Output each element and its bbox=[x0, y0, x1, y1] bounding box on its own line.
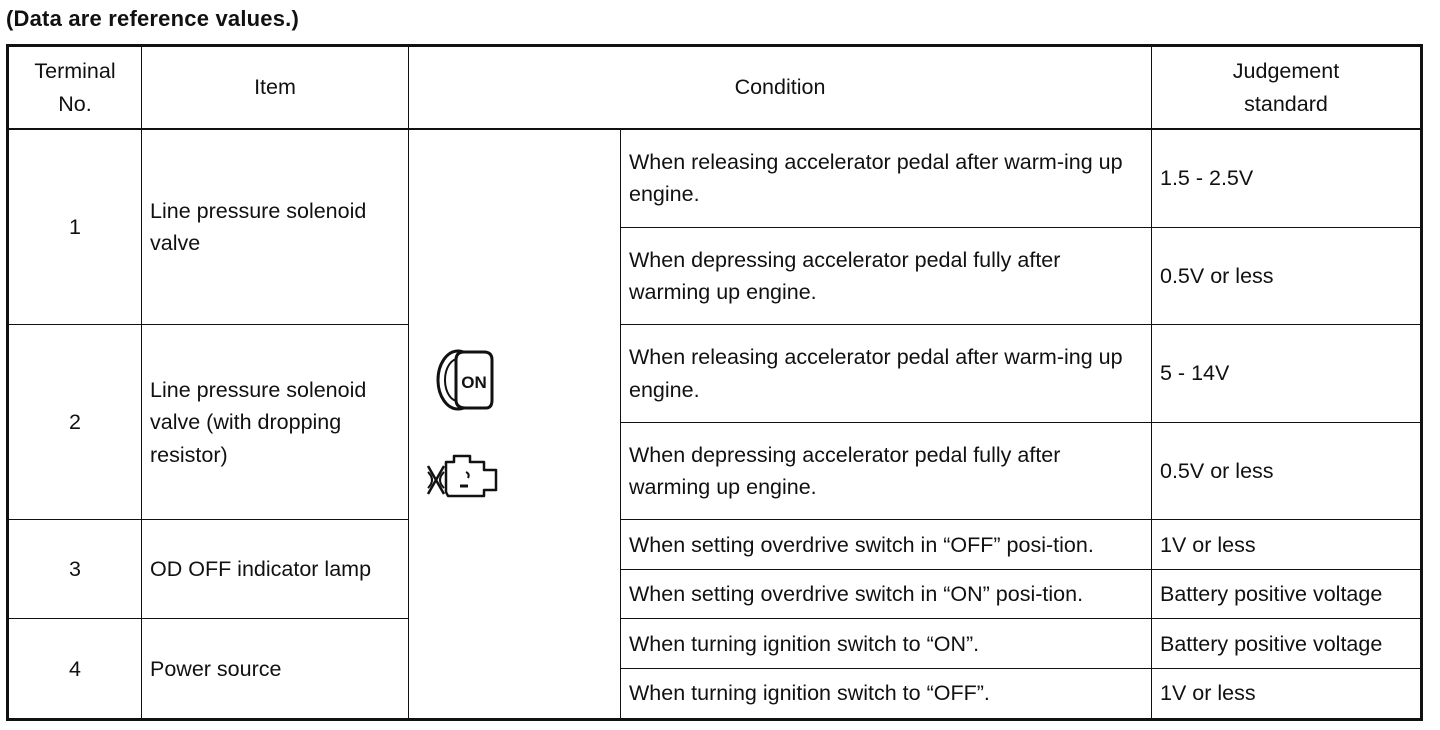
terminal-number: 4 bbox=[7, 618, 142, 720]
terminal-no-header: Terminal No. bbox=[7, 45, 142, 130]
item-name: OD OFF indicator lamp bbox=[141, 519, 409, 620]
engine-running-icon bbox=[426, 454, 497, 498]
item-header: Item bbox=[141, 45, 409, 130]
table-row: When depressing accelerator pedal fully … bbox=[8, 421, 1422, 521]
terminal-number: 2 bbox=[7, 324, 142, 521]
condition-text: When turning ignition switch to “OFF”. bbox=[620, 667, 1152, 721]
table-row: 2 Line pressure solenoid valve (with dro… bbox=[7, 324, 1422, 521]
judgement-value: Battery positive voltage bbox=[1151, 618, 1422, 669]
judgement-value: 1.5 - 2.5V bbox=[1151, 128, 1422, 228]
judgement-value: 0.5V or less bbox=[1151, 421, 1422, 521]
condition-text: When depressing accelerator pedal fully … bbox=[620, 421, 1152, 521]
judgement-value: 1V or less bbox=[1151, 667, 1422, 721]
item-name: Line pressure solenoid valve bbox=[141, 128, 409, 326]
condition-text: When depressing accelerator pedal fully … bbox=[620, 226, 1152, 326]
reference-values-note: (Data are reference values.) bbox=[6, 6, 299, 31]
terminal-spec-table: Terminal No. Item Condition Judgement st… bbox=[6, 44, 1423, 721]
judgement-value: 5 - 14V bbox=[1151, 324, 1422, 423]
terminal-number: 1 bbox=[7, 128, 142, 326]
condition-text: When setting overdrive switch in “ON” po… bbox=[620, 568, 1152, 620]
item-name: Power source bbox=[141, 618, 409, 720]
condition-icons-cell: ON bbox=[408, 128, 621, 720]
condition-text: When releasing accelerator pedal after w… bbox=[620, 324, 1152, 423]
table-header-row: Terminal No. Item Condition Judgement st… bbox=[7, 45, 1422, 130]
condition-text: When turning ignition switch to “ON”. bbox=[620, 618, 1152, 669]
condition-text: When releasing accelerator pedal after w… bbox=[620, 128, 1152, 228]
condition-text: When setting overdrive switch in “OFF” p… bbox=[620, 519, 1152, 570]
item-name: Line pressure solenoid valve (with dropp… bbox=[141, 324, 409, 521]
judgement-value: 1V or less bbox=[1151, 519, 1422, 570]
table-row: 1 Line pressure solenoid valve ON bbox=[7, 128, 1422, 720]
judgement-standard-header: Judgement standard bbox=[1151, 45, 1422, 130]
judgement-value: 0.5V or less bbox=[1151, 226, 1422, 326]
terminal-number: 3 bbox=[7, 519, 142, 620]
table-row: When turning ignition switch to “OFF”. 1… bbox=[8, 667, 1422, 721]
svg-text:ON: ON bbox=[461, 373, 487, 392]
table-row: 4 Power source When turning ignition swi… bbox=[7, 618, 1422, 720]
ignition-key-on-icon: ON bbox=[436, 349, 493, 411]
judgement-value: Battery positive voltage bbox=[1151, 568, 1422, 620]
condition-header: Condition bbox=[408, 45, 1152, 130]
table-row: 3 OD OFF indicator lamp When setting ove… bbox=[7, 519, 1422, 620]
